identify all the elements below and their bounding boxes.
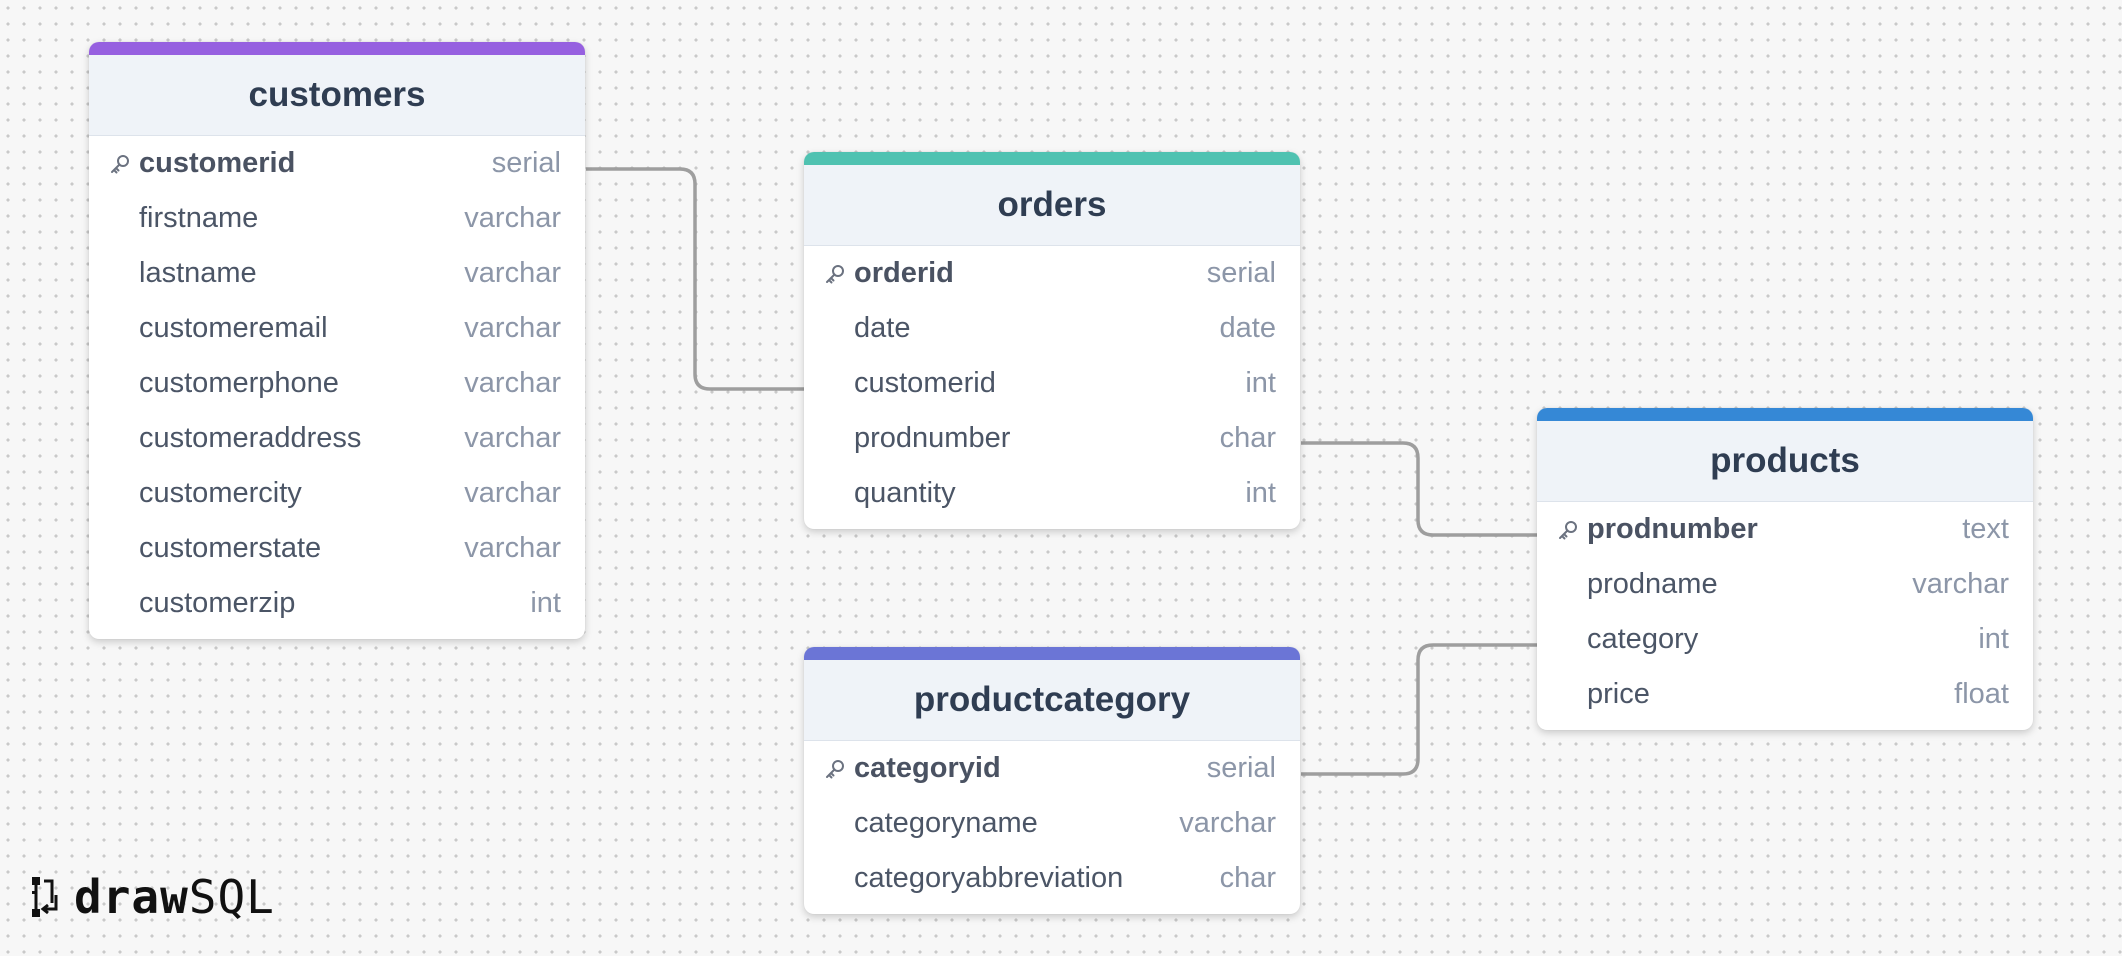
column-name: customercity (139, 477, 302, 509)
column-type: char (1219, 422, 1276, 454)
column-type: varchar (464, 312, 561, 344)
column-type: varchar (464, 202, 561, 234)
column-type: float (1954, 678, 2009, 710)
table-title[interactable]: orders (804, 165, 1300, 246)
column-type: serial (491, 147, 561, 179)
column-row-categoryname[interactable]: categoryname varchar (804, 796, 1300, 851)
column-type: varchar (464, 422, 561, 454)
column-name: customerid (854, 367, 996, 399)
column-list: orderid serial date date customerid int prodnu… (804, 246, 1300, 529)
table-products[interactable]: products prodnumber text prodname varchar ca… (1537, 408, 2033, 730)
column-name: customerzip (139, 587, 296, 619)
table-customers[interactable]: customers customerid serial firstname varch… (89, 42, 585, 639)
drawsql-wordmark: drawSQL (74, 870, 275, 924)
column-name: orderid (854, 257, 954, 289)
column-name: prodnumber (854, 422, 1011, 454)
column-type: varchar (464, 257, 561, 289)
table-accent-bar (804, 647, 1300, 660)
column-row-price[interactable]: price float (1537, 667, 2033, 722)
column-type: int (1245, 367, 1276, 399)
column-row-lastname[interactable]: lastname varchar (89, 246, 585, 301)
column-row-customeremail[interactable]: customeremail varchar (89, 301, 585, 356)
column-row-customeraddress[interactable]: customeraddress varchar (89, 411, 585, 466)
column-name: price (1587, 678, 1650, 710)
column-name: prodnumber (1587, 513, 1758, 545)
column-type: char (1219, 862, 1276, 894)
connector-orders-products[interactable] (1301, 441, 1537, 537)
table-accent-bar (89, 42, 585, 55)
primary-key-icon (824, 263, 854, 285)
drawsql-logo-icon (32, 877, 58, 917)
column-name: prodname (1587, 568, 1718, 600)
column-name: categoryid (854, 752, 1001, 784)
table-title[interactable]: customers (89, 55, 585, 136)
table-orders[interactable]: orders orderid serial date date customerid in… (804, 152, 1300, 529)
column-row-customerid[interactable]: customerid int (804, 356, 1300, 411)
column-name: customeremail (139, 312, 328, 344)
column-type: int (1978, 623, 2009, 655)
column-name: customeraddress (139, 422, 362, 454)
table-accent-bar (1537, 408, 2033, 421)
table-title[interactable]: productcategory (804, 660, 1300, 741)
column-name: customerphone (139, 367, 339, 399)
column-type: varchar (1912, 568, 2009, 600)
column-type: varchar (464, 477, 561, 509)
column-type: varchar (464, 532, 561, 564)
primary-key-icon (824, 758, 854, 780)
logo-text-sql: SQL (188, 870, 275, 924)
column-name: quantity (854, 477, 956, 509)
primary-key-icon (109, 153, 139, 175)
column-row-firstname[interactable]: firstname varchar (89, 191, 585, 246)
logo-text-draw: draw (74, 870, 189, 924)
column-type: int (530, 587, 561, 619)
column-row-customercity[interactable]: customercity varchar (89, 466, 585, 521)
table-title[interactable]: products (1537, 421, 2033, 502)
column-type: serial (1206, 257, 1276, 289)
column-row-customerstate[interactable]: customerstate varchar (89, 521, 585, 576)
column-row-customerphone[interactable]: customerphone varchar (89, 356, 585, 411)
table-accent-bar (804, 152, 1300, 165)
column-row-prodname[interactable]: prodname varchar (1537, 557, 2033, 612)
drawsql-logo[interactable]: drawSQL (30, 870, 275, 924)
column-name: categoryname (854, 807, 1038, 839)
column-row-customerid[interactable]: customerid serial (89, 136, 585, 191)
column-row-prodnumber[interactable]: prodnumber text (1537, 502, 2033, 557)
column-name: categoryabbreviation (854, 862, 1124, 894)
primary-key-icon (1557, 519, 1587, 541)
column-name: category (1587, 623, 1699, 655)
column-name: customerstate (139, 532, 322, 564)
column-type: varchar (1179, 807, 1276, 839)
column-type: varchar (464, 367, 561, 399)
column-row-quantity[interactable]: quantity int (804, 466, 1300, 521)
column-type: text (1962, 513, 2009, 545)
column-name: customerid (139, 147, 296, 179)
column-name: firstname (139, 202, 259, 234)
column-row-customerzip[interactable]: customerzip int (89, 576, 585, 631)
connector-productcategory-products[interactable] (1301, 643, 1537, 776)
column-list: prodnumber text prodname varchar category int… (1537, 502, 2033, 730)
column-row-prodnumber[interactable]: prodnumber char (804, 411, 1300, 466)
connector-customers-orders[interactable] (586, 167, 804, 391)
column-row-categoryid[interactable]: categoryid serial (804, 741, 1300, 796)
column-name: lastname (139, 257, 257, 289)
column-row-date[interactable]: date date (804, 301, 1300, 356)
column-type: date (1219, 312, 1276, 344)
column-row-categoryabbreviation[interactable]: categoryabbreviation char (804, 851, 1300, 906)
column-type: serial (1206, 752, 1276, 784)
column-type: int (1245, 477, 1276, 509)
column-row-orderid[interactable]: orderid serial (804, 246, 1300, 301)
column-row-category[interactable]: category int (1537, 612, 2033, 667)
column-name: date (854, 312, 911, 344)
